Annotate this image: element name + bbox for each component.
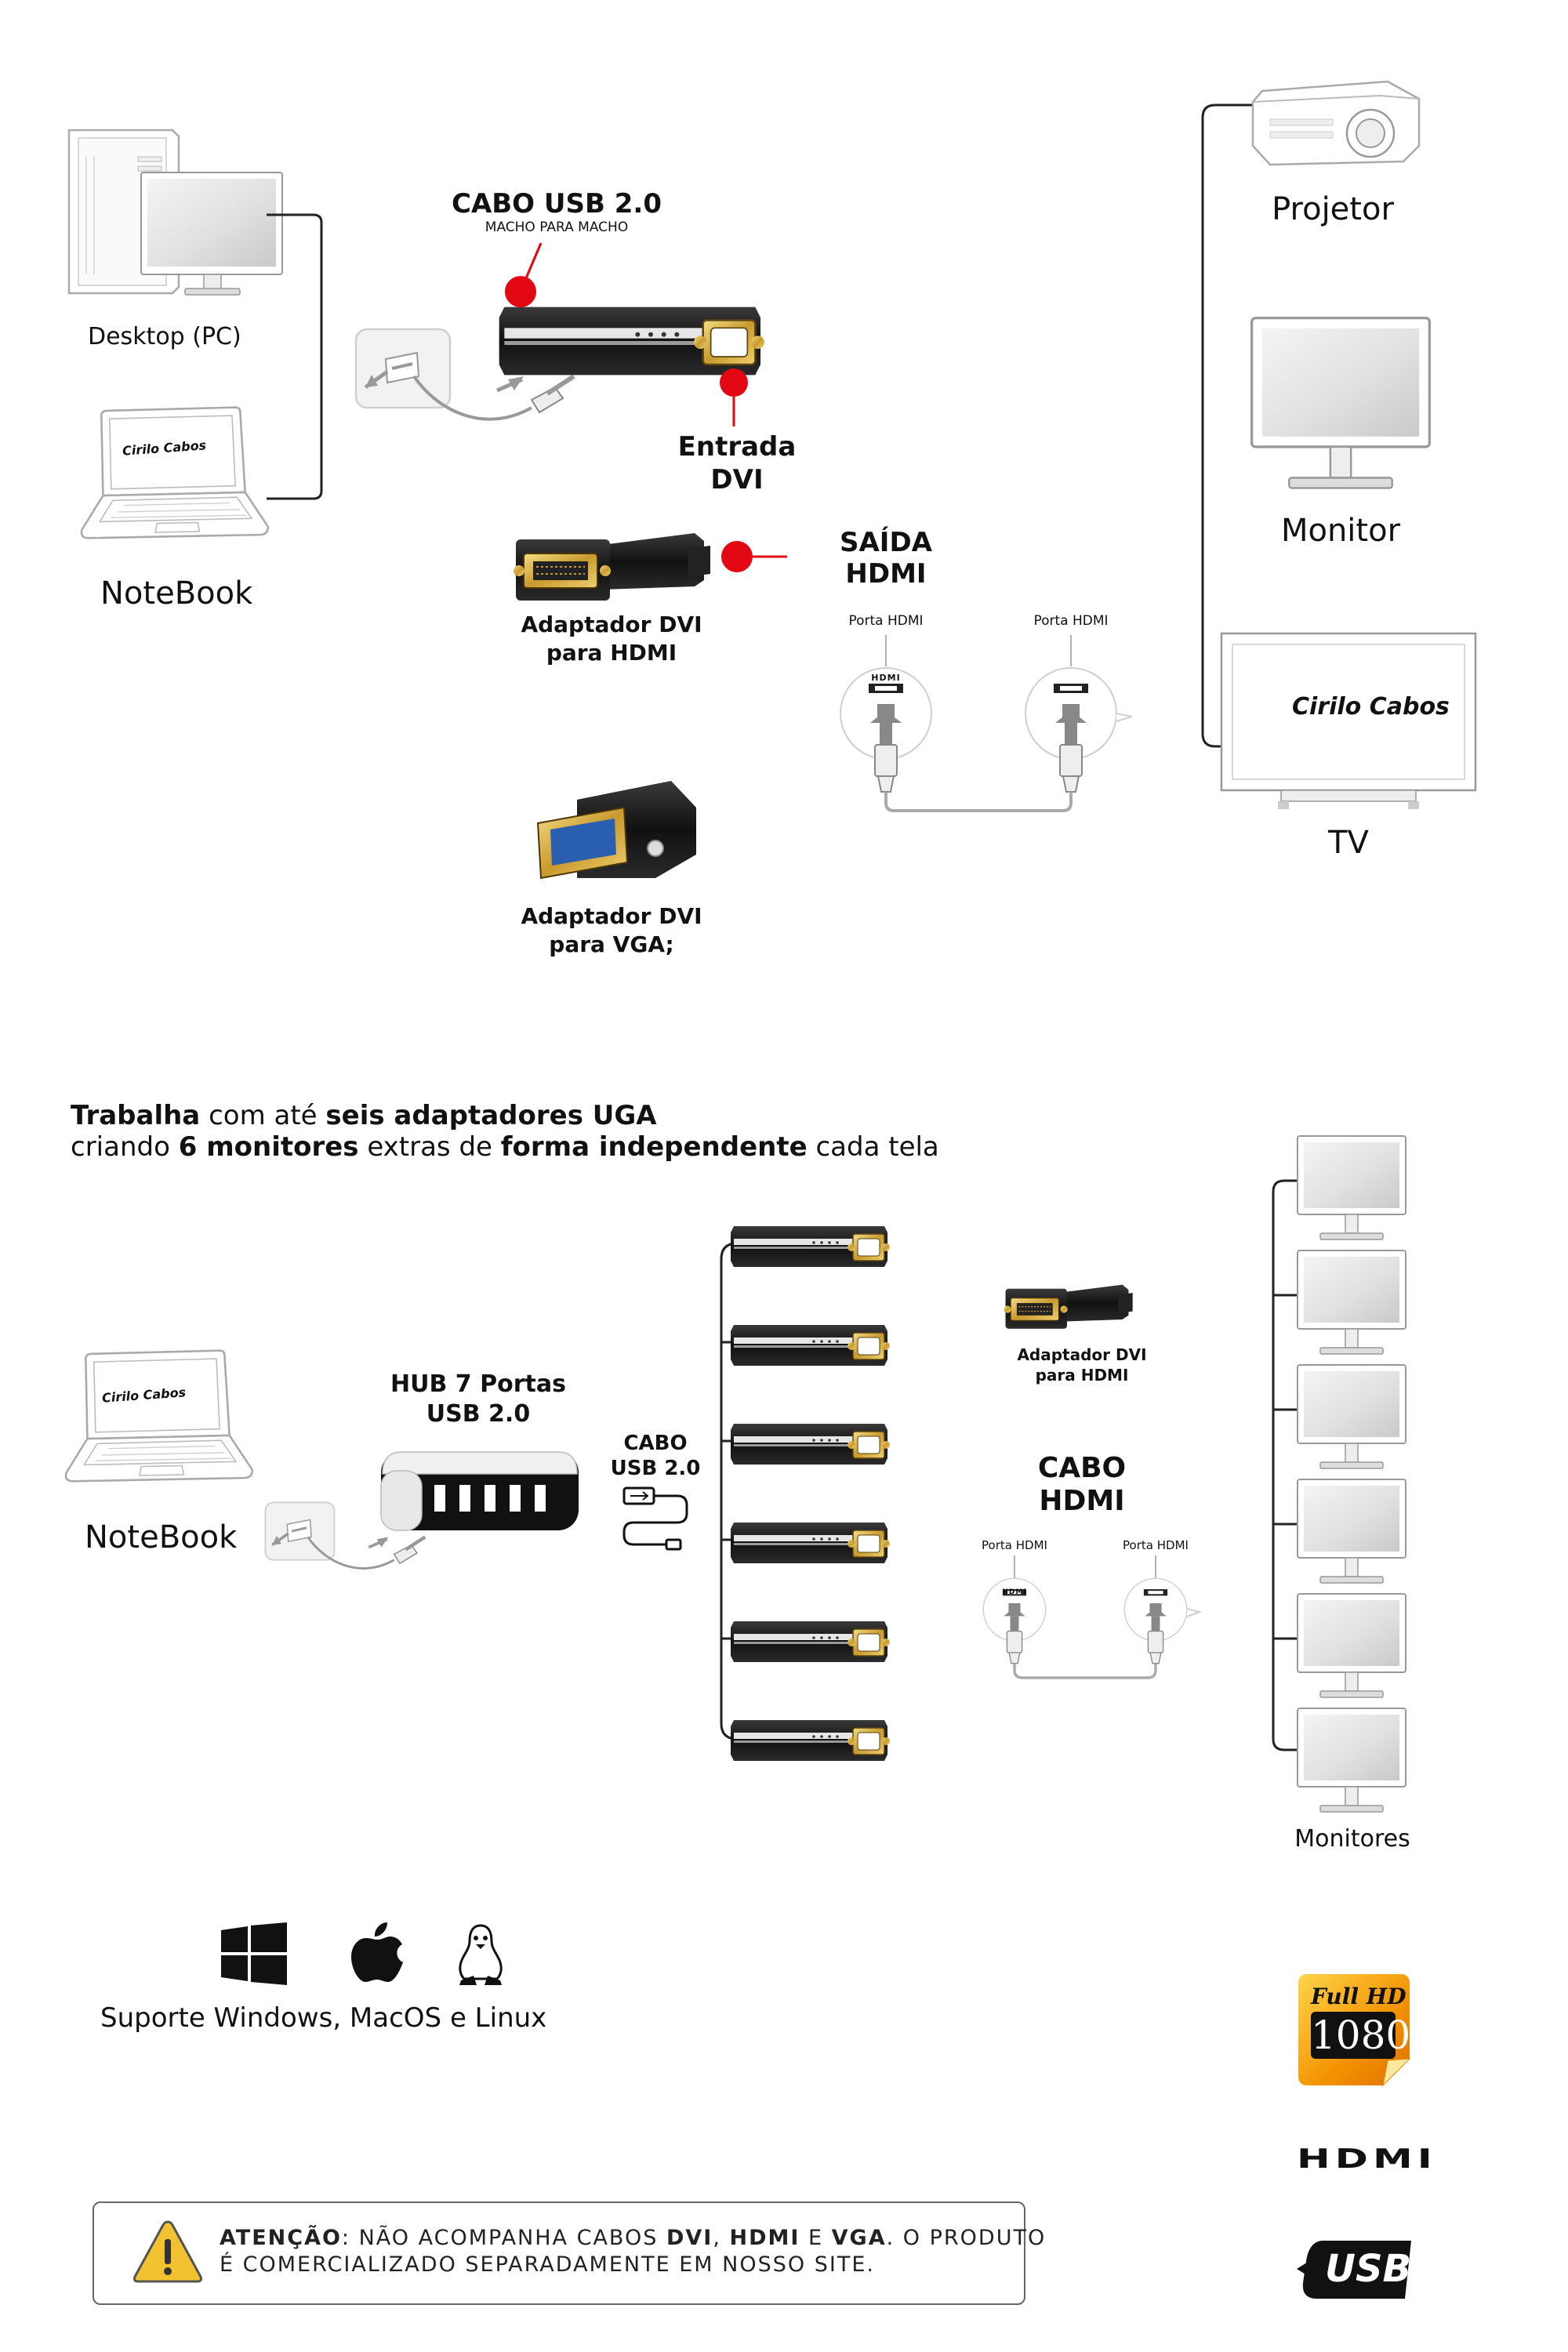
cable-usb-subtitle: MACHO PARA MACHO [485, 220, 629, 235]
monitor-4 [1297, 1479, 1406, 1588]
dvi-hdmi-adapter-label-line1: Adaptador DVI [521, 612, 702, 637]
usb-logo-text: USB [1325, 2247, 1412, 2291]
linux-icon [459, 1924, 503, 1985]
output-hdmi-label-line1: SAÍDA [840, 527, 932, 558]
hdmi-cable-bottom-label-line2: HDMI [1039, 1485, 1125, 1517]
desktop-pc-illustration [67, 129, 283, 296]
promo-line-1: Trabalha com até seis adaptadores UGA [71, 1100, 657, 1131]
dvi-vga-adapter-label-line2: para VGA; [549, 931, 674, 957]
projector-illustration [1251, 80, 1421, 166]
dvi-hdmi-adapter-top [508, 525, 712, 612]
dvi-hdmi-adapter-bottom-label-line1: Adaptador DVI [1017, 1345, 1147, 1364]
hdmi-cable-bottom-label-line1: CABO [1037, 1452, 1127, 1484]
promo-line-2: criando 6 monitores extras de forma inde… [71, 1131, 939, 1163]
desktop-pc-label: Desktop (PC) [88, 323, 241, 350]
warning-triangle-icon [133, 2220, 202, 2283]
uga-adapter-4 [728, 1512, 892, 1574]
monitors-connector-line [1272, 1179, 1311, 1751]
uga-adapter-2 [728, 1314, 892, 1377]
cable-usb-title: CABO USB 2.0 [452, 188, 662, 220]
hdmi-cable-illustration-bottom [977, 1555, 1203, 1679]
hdmi-port-bottom-right-label: Porta HDMI [1123, 1538, 1189, 1552]
windows-icon [221, 1922, 287, 1985]
monitors-label: Monitores [1294, 1825, 1410, 1853]
pc-notebook-connector-line [267, 213, 323, 500]
uga-adapter-1 [728, 1215, 892, 1278]
red-pointer-markers [505, 242, 787, 572]
monitor-6 [1297, 1708, 1406, 1817]
hdmi-port-left-label: Porta HDMI [848, 613, 924, 629]
hdmi-logo: HDMI [1297, 2143, 1437, 2175]
warning-line-2: É COMERCIALIZADO SEPARADAMENTE EM NOSSO … [220, 2252, 875, 2277]
usb-cable-icon [622, 1486, 688, 1551]
apple-icon [351, 1922, 403, 1982]
hub-label-line2: USB 2.0 [426, 1400, 531, 1428]
tv-illustration [1220, 632, 1477, 809]
warning-text: ATENÇÃO: NÃO ACOMPANHA CABOS DVI, HDMI E… [220, 2225, 1046, 2278]
input-dvi-label-line2: DVI [710, 464, 764, 495]
uga-adapter-3 [728, 1413, 892, 1475]
usb-logo-badge [1297, 2241, 1411, 2299]
output-hdmi-label-line2: HDMI [845, 558, 927, 590]
hdmi-port-bottom-left-text: HDMI [1002, 1588, 1027, 1596]
hdmi-port-left-text: HDMI [871, 673, 901, 683]
usb-cable-bottom-label-line2: USB 2.0 [610, 1457, 701, 1480]
warning-line-1: ATENÇÃO: NÃO ACOMPANHA CABOS DVI, HDMI E… [220, 2226, 1047, 2250]
notebook-bottom-label: NoteBook [85, 1519, 238, 1555]
monitor-5 [1297, 1593, 1406, 1703]
monitor-1 [1297, 1135, 1406, 1245]
usb-cable-bottom-label-line1: CABO [623, 1432, 688, 1455]
tv-brand-logo: Cirilo Cabos [1292, 693, 1450, 720]
dvi-hdmi-adapter-bottom [1000, 1279, 1134, 1336]
dvi-vga-adapter-label-line1: Adaptador DVI [521, 903, 702, 929]
hdmi-port-right-label: Porta HDMI [1033, 613, 1109, 629]
notebook-illustration [75, 403, 271, 544]
uga-adapter-6 [728, 1709, 892, 1772]
fullhd-badge-line1: Full HD [1311, 1984, 1406, 2009]
dvi-hdmi-adapter-label-line2: para HDMI [546, 640, 677, 666]
hdmi-cable-illustration-top [831, 635, 1133, 812]
projector-label: Projetor [1272, 191, 1394, 227]
monitor-label: Monitor [1280, 513, 1401, 549]
dvi-vga-adapter [536, 781, 696, 880]
monitor-illustration [1239, 317, 1443, 497]
warning-box [93, 2201, 1025, 2305]
hdmi-port-bottom-left-label: Porta HDMI [982, 1538, 1047, 1552]
dvi-hdmi-adapter-bottom-label-line2: para HDMI [1035, 1366, 1129, 1385]
fullhd-badge-line2: 1080 [1311, 2012, 1411, 2059]
notebook-bottom-illustration [60, 1347, 256, 1486]
os-support-label: Suporte Windows, MacOS e Linux [100, 2002, 547, 2034]
monitor-2 [1297, 1250, 1406, 1359]
tv-label: TV [1328, 825, 1369, 861]
notebook-label: NoteBook [100, 575, 253, 612]
input-dvi-label-line1: Entrada [677, 431, 797, 463]
display-connector-line-top [1201, 103, 1278, 748]
usb-hub-illustration [380, 1451, 579, 1531]
hub-label-line1: HUB 7 Portas [390, 1370, 566, 1398]
uga-adapter-5 [728, 1610, 892, 1673]
monitor-3 [1297, 1364, 1406, 1474]
